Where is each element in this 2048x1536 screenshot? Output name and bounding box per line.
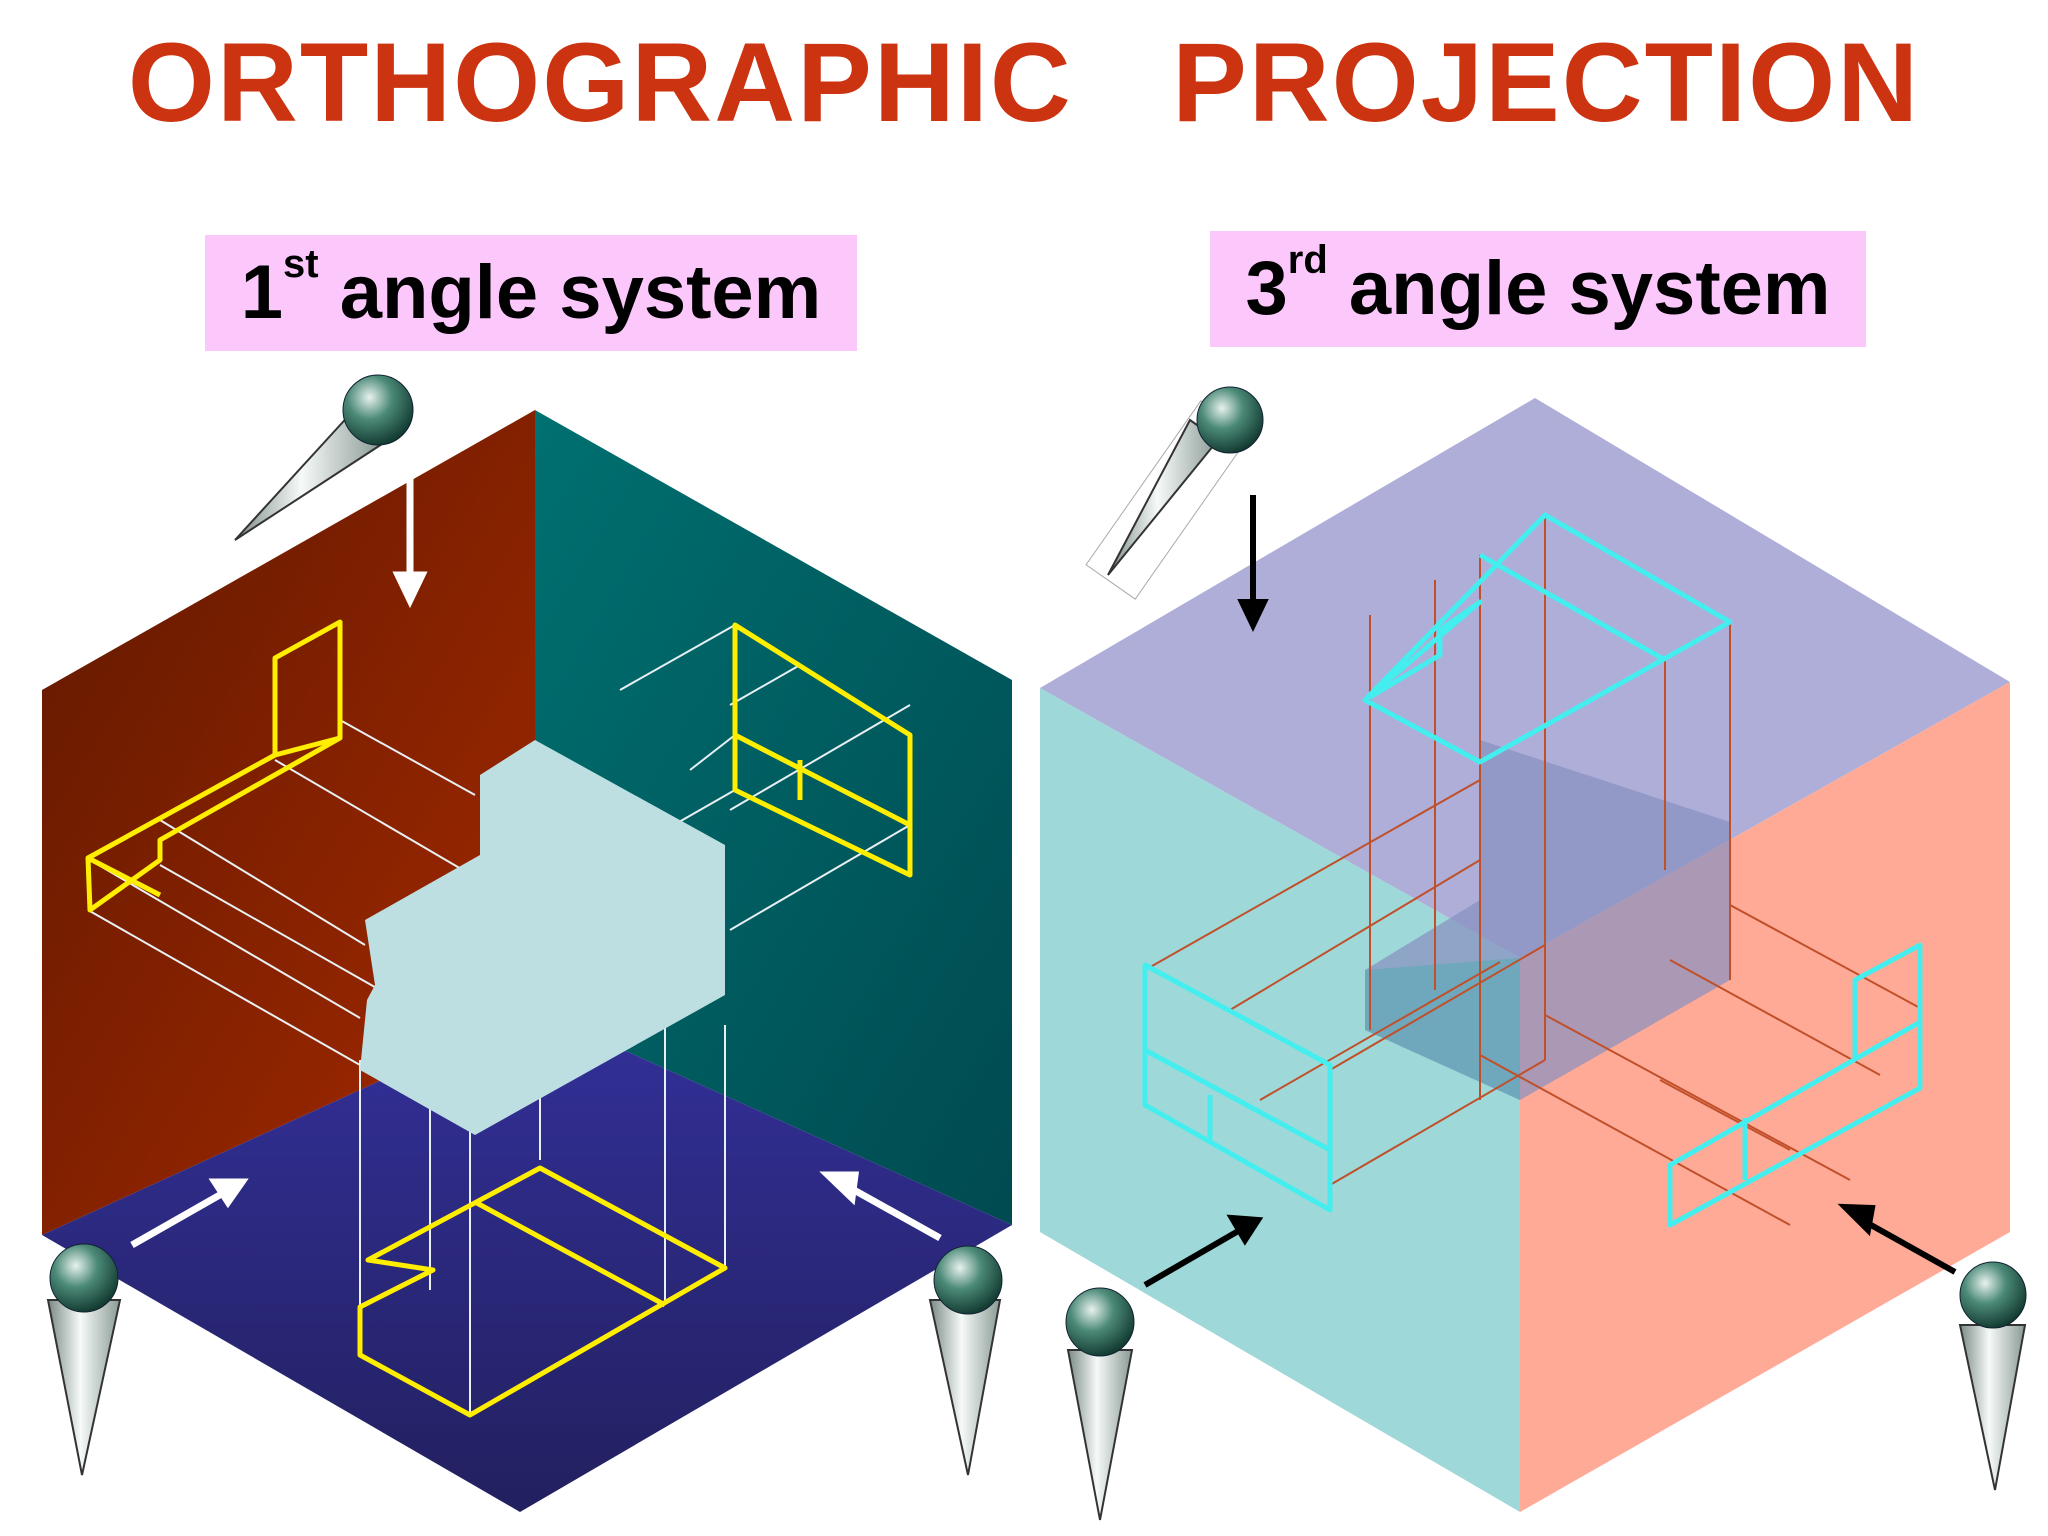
third-viewer-right (1958, 1261, 2027, 1491)
third-projection-lines (1144, 515, 1921, 1226)
first-angle-diagram (42, 374, 1012, 1512)
first-angle-number: 1 (240, 250, 283, 335)
first-object-block (360, 740, 725, 1135)
third-angle-diagram (1040, 386, 2027, 1521)
first-angle-label: 1st angle system (205, 235, 857, 351)
third-angle-text: angle system (1327, 246, 1831, 331)
first-outlines (85, 619, 913, 1418)
first-angle-suffix: st (283, 242, 319, 286)
third-view-arrows (1143, 495, 1957, 1288)
first-projection-lines (87, 624, 911, 1415)
third-viewer-top (1085, 386, 1264, 600)
third-angle-number: 3 (1245, 246, 1288, 331)
page-title: ORTHOGRAPHIC PROJECTION (127, 20, 1921, 145)
third-viewer-left (1065, 1287, 1135, 1521)
first-viewer-top (234, 374, 414, 541)
first-viewer-left (46, 1243, 122, 1476)
first-bottom-plane (42, 1010, 1012, 1512)
first-view-arrows (130, 478, 942, 1249)
first-viewer-right (928, 1245, 1003, 1476)
third-top-plane (1040, 398, 2010, 958)
third-inner-block-side (1365, 958, 1520, 1100)
third-outlines (1142, 512, 1923, 1228)
third-angle-suffix: rd (1287, 238, 1328, 282)
third-left-plane (1040, 688, 1520, 1512)
third-angle-label: 3rd angle system (1210, 231, 1866, 347)
first-angle-text: angle system (318, 250, 822, 335)
